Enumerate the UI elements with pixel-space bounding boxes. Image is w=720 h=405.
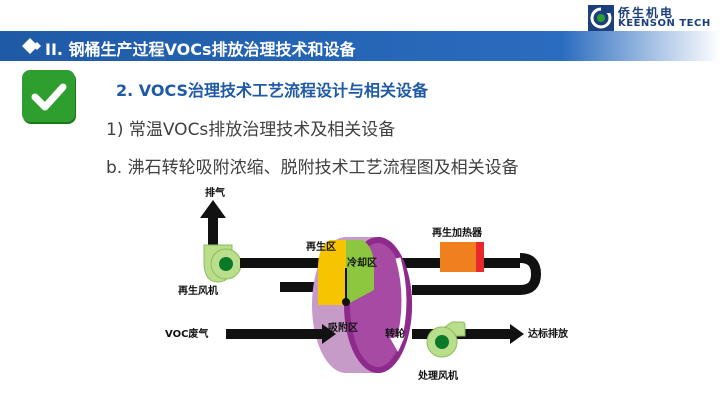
label-rotor: 转轮: [385, 327, 405, 340]
company-logo: 侨生机电 KEENSON TECH: [588, 5, 716, 31]
voc-inlet-arrow: [226, 324, 336, 344]
logo-cn-text: 侨生机电: [618, 6, 675, 20]
logo-mark-icon: [588, 5, 614, 31]
regen-heater-icon: [440, 242, 484, 272]
label-cooling-zone: 冷却区: [347, 256, 377, 269]
list-item: b. 沸石转轮吸附浓缩、脱附技术工艺流程图及相关设备: [106, 158, 519, 178]
header-bar: [0, 31, 720, 61]
logo-en-text: KEENSON TECH: [618, 18, 711, 29]
label-discharge: 达标排放: [528, 327, 569, 340]
page-title: II. 钢桶生产过程VOCs排放治理技术和设备: [45, 40, 356, 59]
label-exhaust: 排气: [205, 186, 225, 199]
double-diamond-icon: [22, 38, 41, 54]
regen-fan-icon: [203, 244, 242, 283]
label-voc-gas: VOC废气: [165, 327, 208, 340]
label-regen-heater: 再生加热器: [432, 226, 483, 239]
process-fan-icon: [426, 321, 466, 358]
exhaust-pipe: [200, 200, 226, 245]
label-adsorption-zone: 吸附区: [328, 321, 358, 334]
check-icon: [22, 70, 76, 124]
label-process-fan: 处理风机: [417, 369, 458, 382]
label-regen-fan: 再生风机: [178, 284, 218, 297]
label-regen-zone: 再生区: [306, 240, 336, 253]
section-subtitle: 2. VOCS治理技术工艺流程设计与相关设备: [116, 81, 429, 100]
list-item: 1) 常温VOCs排放治理技术及相关设备: [106, 120, 396, 140]
